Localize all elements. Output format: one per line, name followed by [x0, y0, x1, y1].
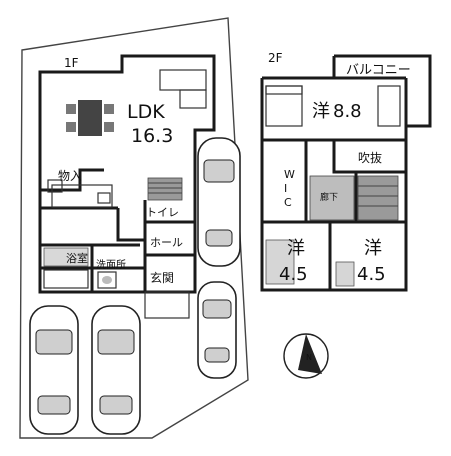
room-entrance: 玄関: [150, 270, 174, 285]
room-western-a-name: 洋: [287, 238, 305, 259]
bathtub: [43, 247, 89, 267]
second-floor-label: 2F: [268, 51, 283, 65]
compass-icon: N: [283, 333, 329, 379]
room-bath: 浴室: [66, 251, 88, 265]
car-icon: [197, 281, 237, 379]
room-ldk-name: LDK: [127, 101, 165, 123]
first-floor-label: 1F: [64, 56, 79, 70]
room-hall: ホール: [150, 236, 183, 249]
site-boundary: [19, 17, 249, 439]
car-icon: [29, 305, 79, 435]
room-toilet: トイレ: [146, 206, 179, 219]
car-icon: [197, 137, 241, 267]
room-western-main-name: 洋: [312, 101, 330, 122]
first-floor: 1F LDK 16.3 物入 トイレ ホール 浴室 洗面所 玄関: [38, 54, 216, 319]
second-floor: 2F バルコニー 洋 8.8 吹抜 W I C 廊下 洋 4.5 洋 4.5: [260, 51, 432, 292]
room-western-main-size: 8.8: [333, 101, 362, 122]
car-icon: [91, 305, 141, 435]
room-storage: 物入: [58, 169, 82, 183]
room-western-b-name: 洋: [364, 238, 382, 259]
room-ldk-size: 16.3: [131, 125, 173, 147]
room-void: 吹抜: [358, 151, 382, 165]
room-western-b-size: 4.5: [357, 264, 386, 285]
compass-north-label: N: [306, 353, 312, 362]
room-corridor: 廊下: [320, 191, 338, 203]
stairs-2f: [357, 175, 399, 221]
room-balcony: バルコニー: [346, 63, 411, 78]
dining-table-icon: [66, 100, 114, 136]
room-washroom: 洗面所: [96, 259, 126, 271]
room-western-a-size: 4.5: [279, 264, 308, 285]
stairs-1f: [147, 177, 183, 201]
room-wic: W I C: [284, 168, 298, 209]
